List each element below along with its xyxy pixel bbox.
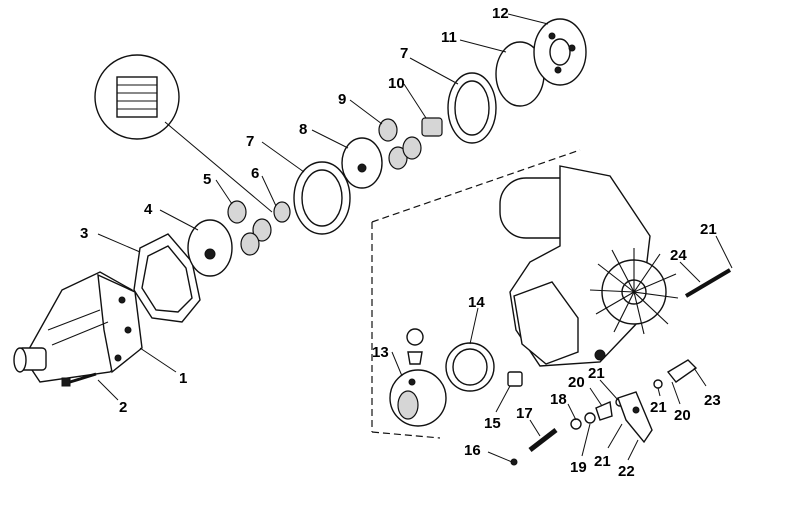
callout-7-front: 7 xyxy=(246,133,254,150)
callout-19: 19 xyxy=(570,459,587,476)
needle-bearing-detail-inset xyxy=(94,54,273,213)
callout-18: 18 xyxy=(550,391,567,408)
callout-5: 5 xyxy=(203,171,211,188)
plug xyxy=(507,371,523,387)
callout-20-right: 20 xyxy=(674,407,691,424)
callout-labels: 1 2 3 4 5 6 7 7 8 9 10 11 12 13 14 15 16… xyxy=(80,5,721,480)
assembly-path xyxy=(371,149,581,439)
callout-10: 10 xyxy=(388,75,405,92)
transmission-housing xyxy=(499,165,679,367)
callout-20-left: 20 xyxy=(568,374,585,391)
callout-1: 1 xyxy=(179,370,187,387)
callout-9: 9 xyxy=(338,91,346,108)
callout-13: 13 xyxy=(372,344,389,361)
callout-14: 14 xyxy=(468,294,485,311)
end-plate xyxy=(533,18,587,86)
housing-bolt xyxy=(61,372,97,387)
planet-carrier xyxy=(187,219,233,277)
callout-11: 11 xyxy=(441,29,457,46)
callout-17: 17 xyxy=(516,405,533,422)
cooling-shaft xyxy=(684,268,732,298)
callout-21-upper: 21 xyxy=(588,365,605,382)
planet-gears xyxy=(227,200,291,256)
callout-16: 16 xyxy=(464,442,481,459)
bearing xyxy=(421,117,443,137)
callout-8: 8 xyxy=(299,121,307,138)
sun-gears xyxy=(378,118,422,170)
callout-2: 2 xyxy=(119,399,127,416)
leader-lines xyxy=(97,13,733,463)
callout-15: 15 xyxy=(484,415,501,432)
callout-22: 22 xyxy=(618,463,635,480)
shaft-pin xyxy=(510,428,558,466)
valve-assembly xyxy=(570,397,625,430)
ring-gear-front xyxy=(293,161,351,235)
fitting xyxy=(653,359,698,389)
seal-ring xyxy=(445,342,495,392)
callout-7-rear: 7 xyxy=(400,45,408,62)
callout-23: 23 xyxy=(704,392,721,409)
callout-3: 3 xyxy=(80,225,88,242)
axle-housing xyxy=(13,271,143,383)
cooling-fins xyxy=(589,248,679,335)
bracket xyxy=(617,391,653,444)
gasket xyxy=(133,233,201,323)
carrier-plate xyxy=(341,137,383,189)
callout-21-lower: 21 xyxy=(594,453,611,470)
callout-21-top: 21 xyxy=(700,221,717,238)
hub xyxy=(389,328,447,427)
callout-12: 12 xyxy=(492,5,509,22)
callout-6: 6 xyxy=(251,165,259,182)
callout-24: 24 xyxy=(670,247,687,264)
callout-21-right: 21 xyxy=(650,399,667,416)
callout-4: 4 xyxy=(144,201,153,218)
ring-gear-rear xyxy=(447,72,497,144)
